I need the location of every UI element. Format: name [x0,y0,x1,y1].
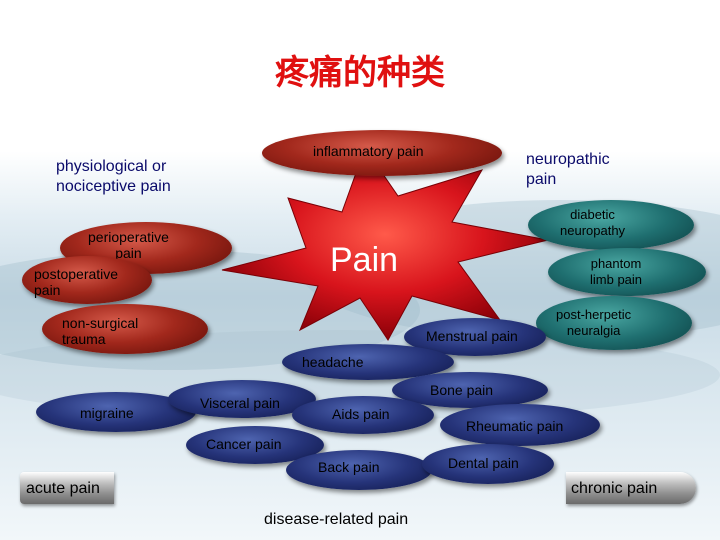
back-label: Back pain [318,459,380,475]
aids-label: Aids pain [332,406,390,422]
dental-node [422,444,554,484]
postoperative-label: postoperative pain [34,266,119,298]
center-label: Pain [330,241,399,279]
bone-label: Bone pain [430,382,494,398]
acute-label: acute pain [26,480,100,497]
rheumatic-label: Rheumatic pain [466,418,564,434]
phantom-label: phantom limb pain [590,256,643,287]
neuropathic-label: neuropathic pain [526,151,610,188]
chronic-bar [566,472,696,504]
inflammatory-label: inflammatory pain [313,143,424,159]
visceral-label: Visceral pain [200,395,280,411]
physiological-label: physiological or nociceptive pain [56,158,171,195]
non-surgical-node [42,304,208,354]
cancer-label: Cancer pain [206,436,282,452]
dental-label: Dental pain [448,455,519,471]
diabetic-node [528,200,694,250]
post-herpetic-label: post-herpetic neuralgia [556,307,632,338]
back-node [286,450,432,490]
rheumatic-node [440,404,600,446]
diabetic-label: diabetic neuropathy [560,207,626,238]
non-surgical-label: non-surgical trauma [62,315,139,347]
phantom-node [548,248,706,296]
post-herpetic-node [536,296,692,350]
acute-bar [20,472,114,504]
aids-node [292,396,434,434]
headache-node [282,344,454,380]
migraine-label: migraine [80,405,134,421]
perioperative-label: perioperative pain [88,229,169,261]
menstrual-label: Menstrual pain [426,328,518,344]
starburst-shape [221,146,549,341]
postoperative-node [22,256,152,304]
headache-label: headache [302,354,364,370]
inflammatory-node [262,130,502,176]
chronic-label: chronic pain [571,480,658,497]
visceral-node [168,380,316,418]
page-title: 疼痛的种类 [275,53,445,93]
disease-related-label: disease-related pain [264,511,409,528]
